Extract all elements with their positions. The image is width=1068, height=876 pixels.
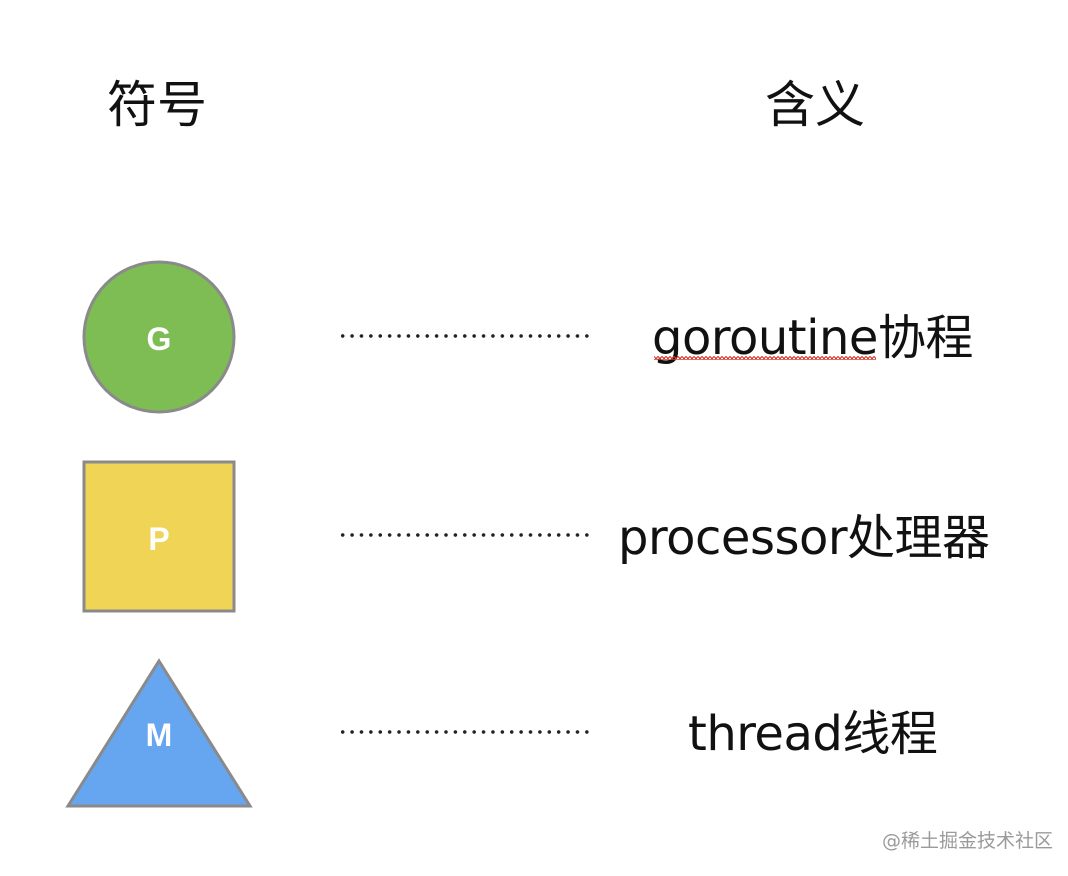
processor-square <box>82 460 236 613</box>
symbol-header: 符号 <box>107 76 207 134</box>
processor-symbol: P <box>82 460 236 613</box>
watermark: @稀土掘金技术社区 <box>882 830 1054 852</box>
goroutine-symbol: G <box>82 260 236 414</box>
dotted-connector-goroutine <box>338 333 592 339</box>
goroutine-circle <box>82 260 236 414</box>
thread-meaning: thread线程 <box>688 706 938 762</box>
dotted-connector-processor <box>338 532 592 538</box>
thread-triangle <box>65 658 253 808</box>
processor-meaning: processor处理器 <box>618 510 990 566</box>
thread-symbol: M <box>65 658 253 808</box>
dotted-connector-thread <box>338 729 592 735</box>
meaning-header: 含义 <box>765 76 865 134</box>
processor-letter: P <box>148 521 169 557</box>
thread-letter: M <box>146 717 173 753</box>
spellcheck-underline <box>654 356 876 360</box>
goroutine-letter: G <box>147 321 172 357</box>
